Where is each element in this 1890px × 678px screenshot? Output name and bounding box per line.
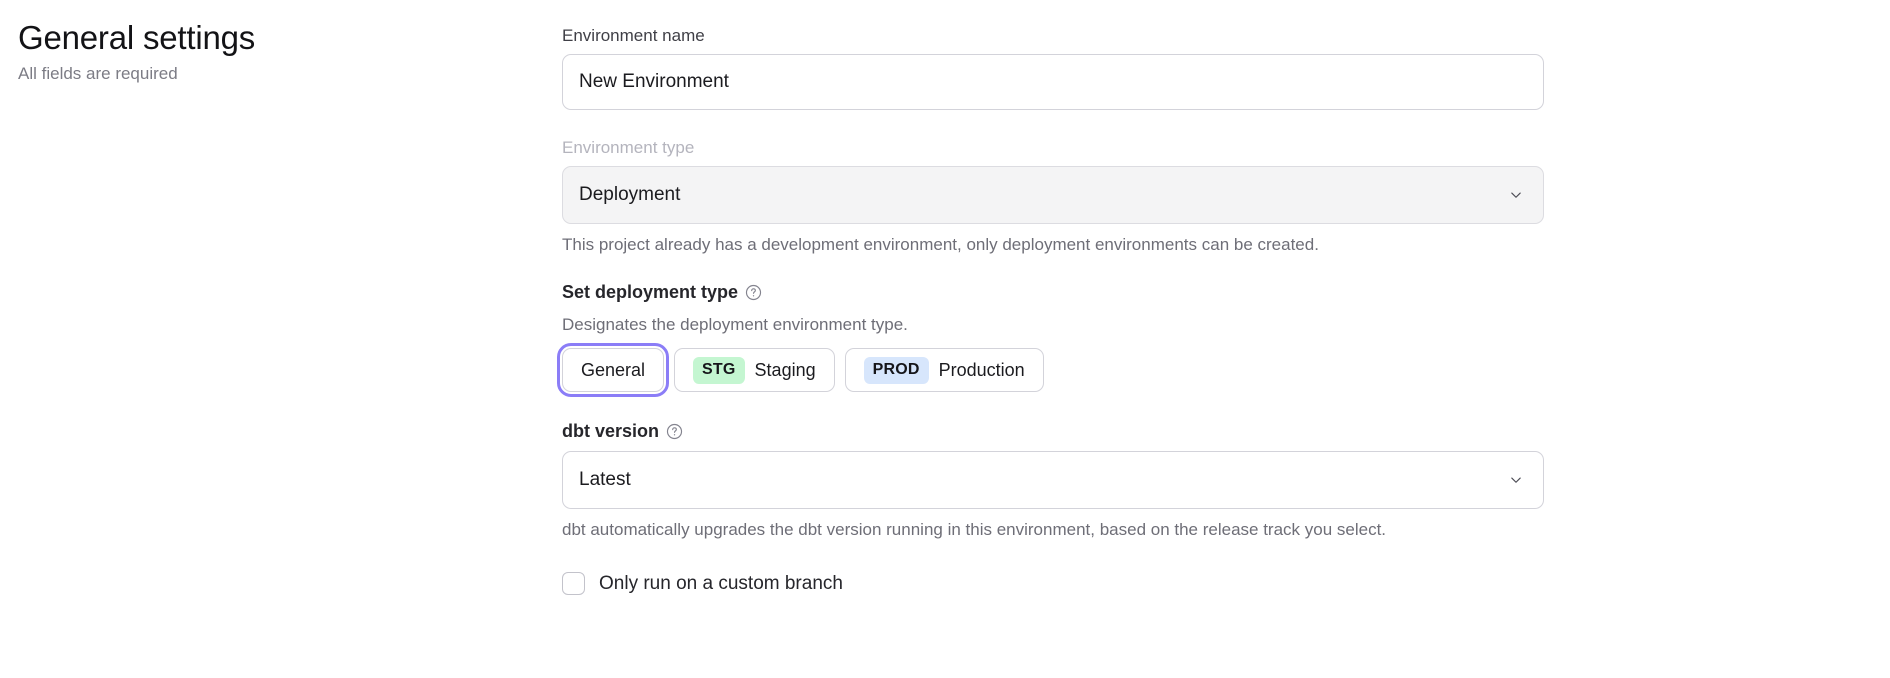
custom-branch-row: Only run on a custom branch bbox=[562, 572, 1544, 595]
environment-type-field: Environment type Deployment This project… bbox=[562, 136, 1544, 257]
page-subtitle: All fields are required bbox=[18, 64, 178, 83]
deployment-type-label: Set deployment type bbox=[562, 282, 739, 302]
environment-type-label: Environment type bbox=[562, 138, 695, 157]
deployment-type-option-production-label: Production bbox=[938, 359, 1025, 380]
staging-badge: STG bbox=[693, 356, 745, 384]
chevron-down-icon bbox=[1509, 188, 1523, 202]
dbt-version-helper-text: dbt automatically upgrades the dbt versi… bbox=[562, 520, 1387, 539]
deployment-type-label-row: Set deployment type bbox=[562, 279, 1544, 305]
question-circle-icon[interactable] bbox=[745, 284, 762, 301]
dbt-version-label: dbt version bbox=[562, 421, 660, 441]
dbt-version-select[interactable]: Latest bbox=[562, 451, 1544, 509]
custom-branch-checkbox[interactable] bbox=[562, 572, 585, 595]
deployment-type-option-staging-label: Staging bbox=[754, 359, 816, 380]
deployment-type-option-production[interactable]: PROD Production bbox=[844, 348, 1044, 392]
production-badge: PROD bbox=[863, 356, 929, 384]
deployment-type-option-general[interactable]: General bbox=[556, 343, 670, 397]
environment-name-input[interactable] bbox=[562, 54, 1544, 110]
deployment-type-option-general-label: General bbox=[581, 359, 646, 380]
environment-name-label: Environment name bbox=[562, 26, 705, 45]
chevron-down-icon bbox=[1509, 473, 1523, 487]
environment-type-select[interactable]: Deployment bbox=[562, 166, 1544, 224]
deployment-type-option-staging[interactable]: STG Staging bbox=[674, 348, 835, 392]
settings-form-column: Environment name Environment type Deploy… bbox=[556, 24, 1544, 595]
environment-type-value: Deployment bbox=[579, 184, 681, 205]
dbt-version-field: dbt version Latest dbt automatica bbox=[562, 418, 1544, 542]
dbt-version-value: Latest bbox=[579, 469, 631, 490]
question-circle-icon[interactable] bbox=[666, 423, 683, 440]
environment-type-helper-text: This project already has a development e… bbox=[562, 235, 1319, 254]
deployment-type-field: Set deployment type Designates the deplo… bbox=[556, 279, 1544, 397]
environment-name-field: Environment name bbox=[562, 24, 1544, 110]
page-title: General settings bbox=[18, 19, 256, 56]
deployment-type-description: Designates the deployment environment ty… bbox=[562, 315, 908, 334]
settings-header-column: General settings All fields are required bbox=[18, 18, 538, 86]
deployment-type-options: General STG Staging PROD Production bbox=[556, 343, 1544, 397]
custom-branch-label[interactable]: Only run on a custom branch bbox=[599, 572, 843, 594]
dbt-version-label-row: dbt version bbox=[562, 418, 1544, 444]
